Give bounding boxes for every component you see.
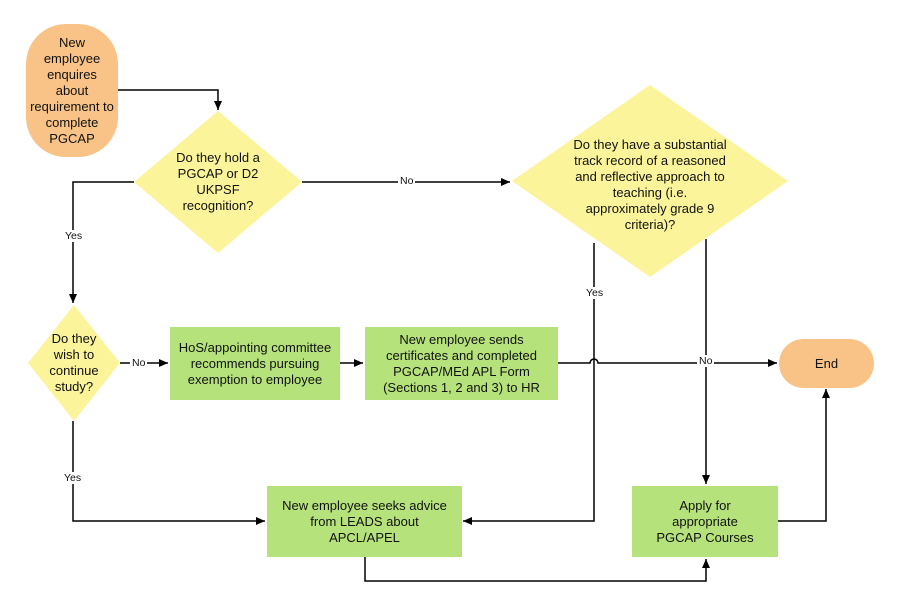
edge-label-continue-no: No xyxy=(130,357,148,369)
edge-apply-to-end xyxy=(778,389,830,522)
edge-seeks-to-apply xyxy=(364,557,710,582)
end-node-label: End xyxy=(814,355,839,371)
decision-hold-label: Do they hold a PGCAP or D2 UKPSF recogni… xyxy=(176,150,260,213)
edge-sends-to-end xyxy=(558,358,777,367)
decision-track-label: Do they have a substantial track record … xyxy=(573,137,727,232)
edge-label-hold-no: No xyxy=(398,175,416,187)
edge-continue-yes xyxy=(72,421,265,525)
decision-hold-shape xyxy=(134,111,302,253)
process-apply-label: Apply for appropriate PGCAP Courses xyxy=(656,497,754,545)
edge-label-track-yes: Yes xyxy=(584,287,606,299)
decision-continue-label: Do they wish to continue study? xyxy=(49,331,99,394)
edge-start-to-hold xyxy=(118,89,222,110)
edge-hold-yes xyxy=(69,181,134,303)
process-hos-label: HoS/appointing committee recommends purs… xyxy=(178,339,332,387)
edge-label-continue-yes: Yes xyxy=(62,472,84,484)
process-seeks: New employee seeks advice from LEADS abo… xyxy=(267,486,462,557)
edge-label-track-no: No xyxy=(697,355,715,367)
process-sends-label: New employee sends certificates and comp… xyxy=(383,331,540,395)
edge-label-hold-yes: Yes xyxy=(63,230,85,242)
decision-continue-shape xyxy=(28,305,120,421)
start-node-label: New employee enquires about requirement … xyxy=(30,34,114,146)
start-node: New employee enquires about requirement … xyxy=(26,24,118,157)
process-apply: Apply for appropriate PGCAP Courses xyxy=(632,486,778,557)
edge-track-yes xyxy=(463,243,595,525)
decision-track-shape xyxy=(512,85,788,277)
end-node: End xyxy=(779,339,874,388)
process-hos: HoS/appointing committee recommends purs… xyxy=(170,327,340,400)
process-seeks-label: New employee seeks advice from LEADS abo… xyxy=(282,497,447,545)
process-sends: New employee sends certificates and comp… xyxy=(365,327,558,400)
